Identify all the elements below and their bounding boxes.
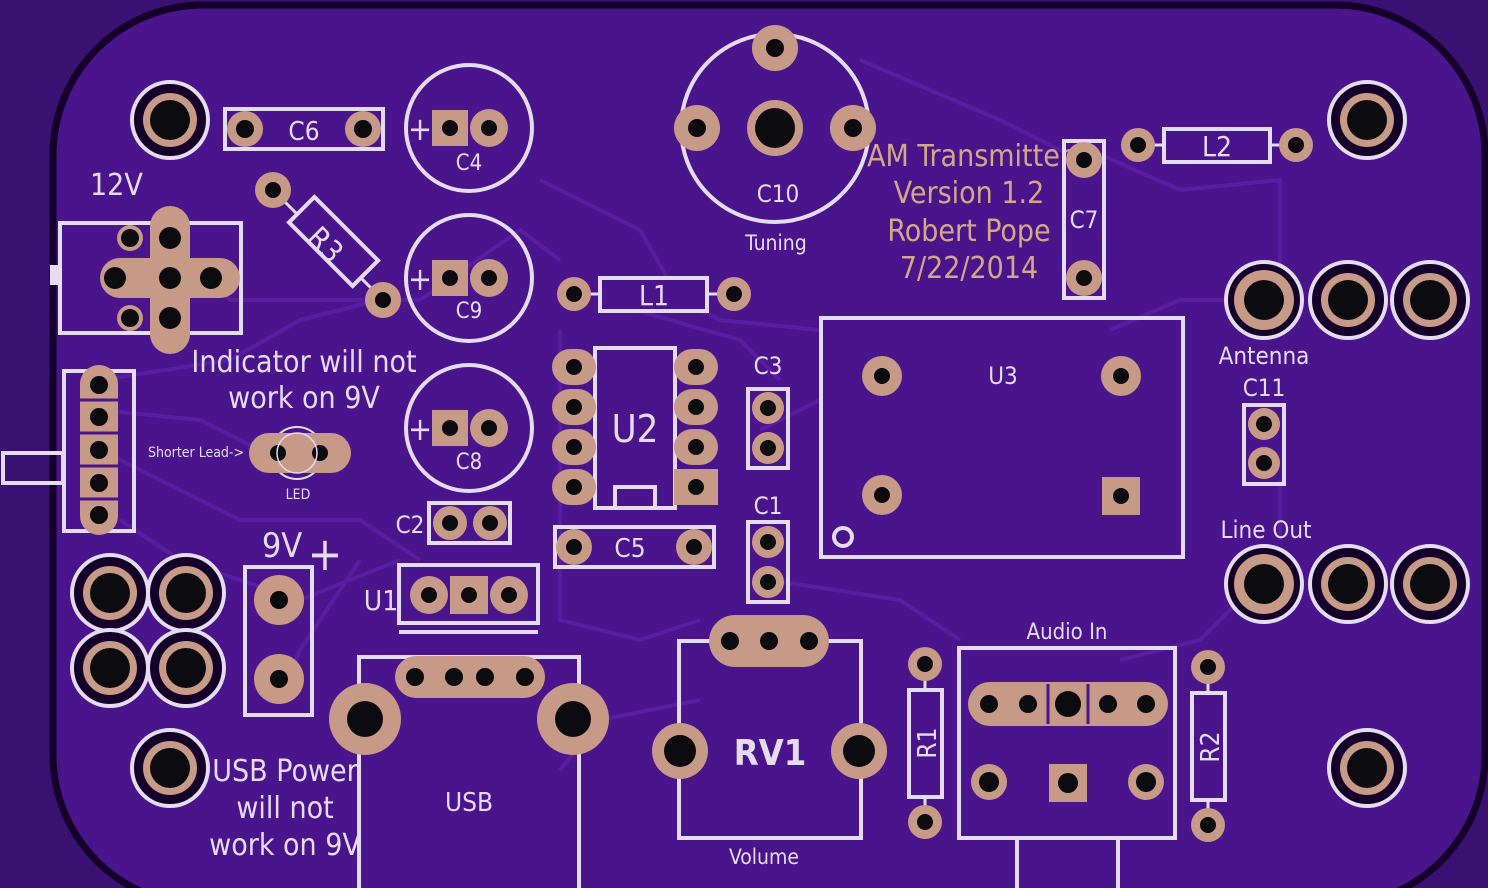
- inductor-l1: L1: [557, 276, 751, 313]
- refdes-c10: C10: [757, 180, 800, 208]
- refdes-c1: C1: [754, 492, 783, 520]
- refdes-c7: C7: [1070, 206, 1099, 234]
- refdes-l2: L2: [1202, 130, 1232, 163]
- battery-pads: [70, 553, 226, 708]
- capacitor-c1: C1: [746, 492, 790, 604]
- label-audio-in: Audio In: [1027, 620, 1108, 645]
- led: Shorter Lead-> LED: [148, 426, 351, 503]
- resistor-r3: R3: [255, 172, 401, 318]
- mounting-hole-bottom-left: [130, 728, 210, 808]
- title-line-3: Robert Pope: [887, 214, 1050, 249]
- label-9v: 9V: [262, 526, 302, 566]
- refdes-c8: C8: [456, 450, 482, 475]
- antenna-jack: Antenna: [1219, 260, 1470, 370]
- mounting-hole-bottom-right: [1327, 728, 1407, 808]
- refdes-u1: U1: [364, 584, 398, 617]
- label-volume: Volume: [729, 845, 799, 869]
- capacitor-c5: C5: [553, 525, 716, 569]
- capacitor-c11: C11: [1242, 374, 1286, 486]
- title-line-4: 7/22/2014: [900, 251, 1038, 286]
- refdes-l1: L1: [639, 279, 669, 312]
- potentiometer-rv1: RV1 Volume: [652, 615, 887, 869]
- refdes-c9: C9: [456, 299, 482, 324]
- refdes-u2: U2: [612, 407, 659, 451]
- header-left: [1, 365, 136, 535]
- usb-note-line3: work on 9V: [209, 828, 361, 863]
- title-line-2: Version 1.2: [894, 176, 1044, 211]
- u2-right-pins: [674, 349, 718, 505]
- label-antenna: Antenna: [1219, 342, 1310, 370]
- usb-note-line1: USB Power: [212, 754, 358, 789]
- indicator-note-line1: Indicator will not: [191, 345, 416, 380]
- connector-9v: 9V +: [243, 526, 343, 717]
- refdes-c2: C2: [396, 511, 425, 539]
- refdes-c6: C6: [288, 117, 319, 147]
- shorter-lead-label: Shorter Lead->: [148, 445, 244, 461]
- refdes-r1: R1: [913, 727, 943, 758]
- trimmer-c10: C10 Tuning: [674, 25, 876, 255]
- resistor-r1: R1: [907, 647, 944, 839]
- capacitor-c9: + C9: [404, 213, 534, 343]
- indicator-note-line2: work on 9V: [228, 381, 380, 416]
- inductor-l2: L2: [1121, 127, 1313, 164]
- jack-12v: [50, 206, 243, 354]
- label-9v-plus: +: [308, 527, 343, 581]
- resistor-r2: R2: [1190, 650, 1227, 842]
- capacitor-c4: + C4: [404, 63, 534, 193]
- plus-c8: +: [408, 410, 432, 448]
- refdes-c5: C5: [614, 534, 645, 564]
- plus-c4: +: [408, 110, 432, 148]
- capacitor-c7: C7: [1062, 139, 1106, 300]
- title-block: AM Transmitter Version 1.2 Robert Pope 7…: [867, 139, 1072, 286]
- capacitor-c2: C2: [396, 501, 512, 545]
- title-line-1: AM Transmitter: [867, 139, 1072, 174]
- mounting-holes: [130, 80, 1407, 808]
- plus-c9: +: [408, 260, 432, 298]
- refdes-rv1: RV1: [734, 733, 807, 774]
- label-tuning: Tuning: [744, 231, 807, 255]
- label-line-out: Line Out: [1221, 516, 1312, 544]
- led-label: LED: [286, 487, 311, 503]
- audio-in-jack: Audio In: [957, 620, 1177, 888]
- refdes-u3: U3: [988, 362, 1018, 390]
- refdes-r2: R2: [1196, 731, 1226, 762]
- label-12v: 12V: [90, 168, 143, 203]
- usb-note-line2: will not: [236, 791, 333, 826]
- capacitor-c6: C6: [223, 107, 385, 151]
- regulator-u1: U1: [364, 563, 540, 634]
- usb-connector: USB: [329, 655, 609, 888]
- label-usb: USB: [445, 788, 493, 818]
- refdes-c11: C11: [1243, 374, 1286, 402]
- oscillator-u3: U3: [819, 316, 1185, 559]
- capacitor-c8: + C8: [404, 363, 534, 493]
- refdes-c4: C4: [456, 151, 482, 176]
- u2-left-pins: [552, 349, 596, 505]
- capacitor-c3: C3: [746, 352, 790, 470]
- refdes-c3: C3: [754, 352, 783, 380]
- mounting-hole-top-right: [1327, 80, 1407, 160]
- mounting-hole-top-left: [130, 80, 210, 160]
- ic-u2: U2: [552, 346, 718, 510]
- line-out-jack: Line Out: [1221, 516, 1470, 624]
